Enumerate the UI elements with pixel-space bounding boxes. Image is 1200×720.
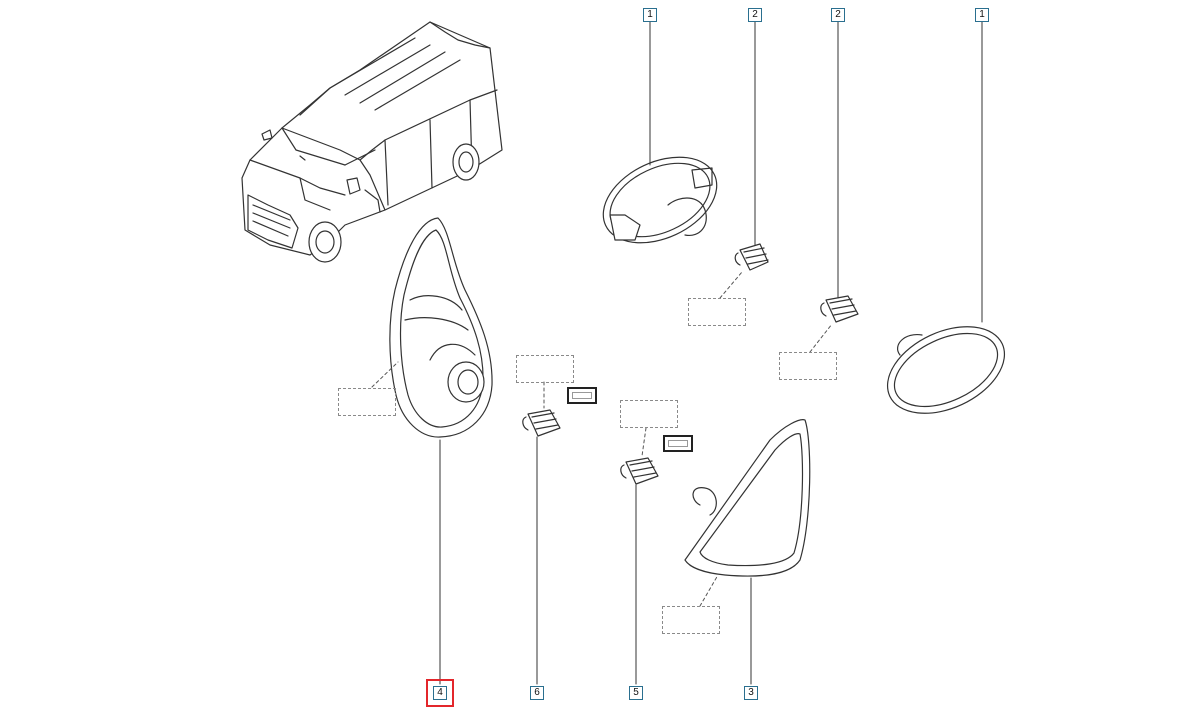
bulb-part-2-a xyxy=(734,243,769,271)
leader-lines xyxy=(439,21,983,685)
placeholder-box xyxy=(662,606,720,634)
label-tag xyxy=(567,387,597,404)
callout-part-1-top[interactable]: 1 xyxy=(643,8,657,22)
bulb-part-2-b xyxy=(820,295,859,323)
bulb-part-6 xyxy=(522,409,561,437)
callout-part-3[interactable]: 3 xyxy=(744,686,758,700)
placeholder-box xyxy=(779,352,837,380)
label-tag xyxy=(663,435,693,452)
dashed-pointers xyxy=(371,271,833,607)
callout-part-6[interactable]: 6 xyxy=(530,686,544,700)
part-4-lamp-housing xyxy=(389,217,493,438)
placeholder-box xyxy=(516,355,574,383)
bulb-part-5 xyxy=(620,457,659,485)
callout-part-4-selected[interactable]: 4 xyxy=(426,679,454,707)
part-1-side-marker-top xyxy=(602,156,718,244)
callout-part-2-left[interactable]: 2 xyxy=(748,8,762,22)
callout-part-1-right[interactable]: 1 xyxy=(975,8,989,22)
placeholder-box xyxy=(338,388,396,416)
placeholder-box xyxy=(688,298,746,326)
part-3-triangular-lamp xyxy=(684,419,811,577)
part-1-side-marker-right xyxy=(886,326,1006,414)
callout-part-2-right[interactable]: 2 xyxy=(831,8,845,22)
van-illustration xyxy=(241,21,503,263)
callout-part-5[interactable]: 5 xyxy=(629,686,643,700)
placeholder-box xyxy=(620,400,678,428)
